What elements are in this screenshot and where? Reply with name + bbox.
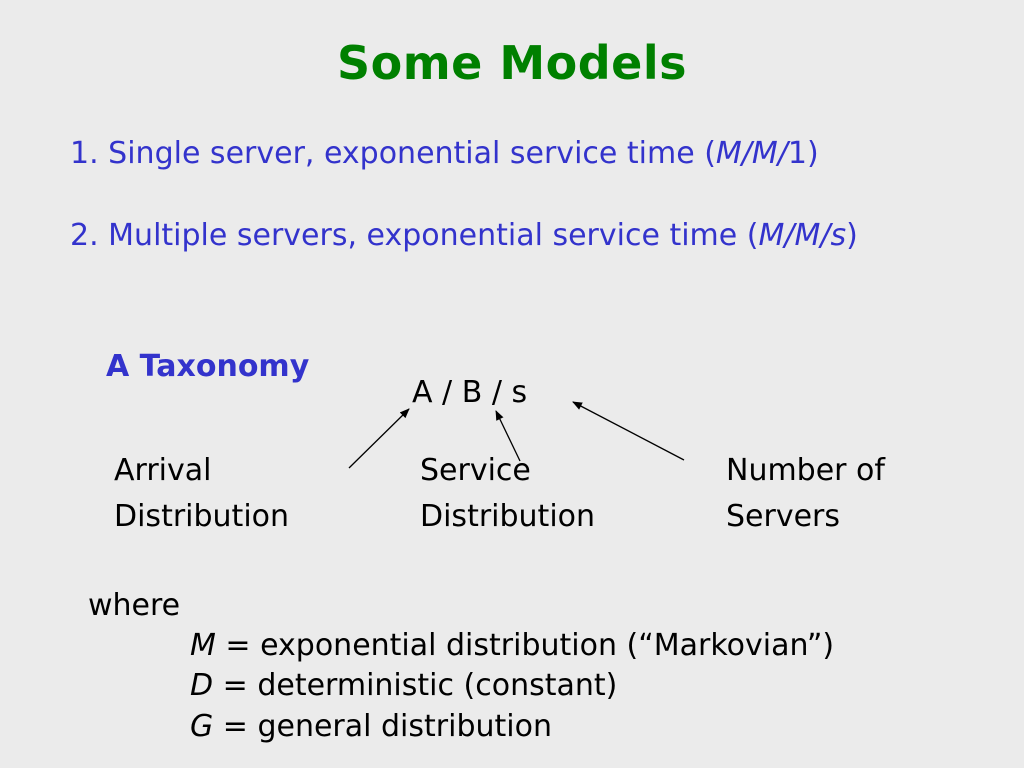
- label-line: Number of: [726, 453, 885, 488]
- definition-symbol: G: [190, 709, 214, 744]
- item-number: 1.: [70, 136, 99, 171]
- definition-d: D = deterministic (constant): [190, 668, 617, 703]
- model-item-2: 2. Multiple servers, exponential service…: [70, 218, 858, 253]
- label-number-of-servers: Number of Servers: [726, 448, 885, 540]
- label-line: Distribution: [420, 499, 596, 534]
- model-item-1: 1. Single server, exponential service ti…: [70, 136, 819, 171]
- label-line: Arrival: [114, 453, 212, 488]
- label-line: Distribution: [114, 499, 290, 534]
- item-close: ): [806, 136, 819, 171]
- arrow-service: [495, 410, 521, 462]
- definition-text: = deterministic (constant): [213, 668, 618, 703]
- where-label: where: [88, 588, 181, 623]
- taxonomy-heading: A Taxonomy: [106, 349, 310, 384]
- definition-g: G = general distribution: [190, 709, 552, 744]
- arrow-arrival: [348, 408, 410, 469]
- item-text: Multiple servers, exponential service ti…: [108, 218, 759, 253]
- label-arrival-distribution: Arrival Distribution: [114, 448, 289, 540]
- item-number: 2.: [70, 218, 99, 253]
- taxonomy-formula: A / B / s: [412, 375, 528, 410]
- definition-symbol: D: [190, 668, 214, 703]
- definition-symbol: M: [190, 628, 216, 663]
- item-text: Single server, exponential service time …: [108, 136, 716, 171]
- definition-m: M = exponential distribution (“Markovian…: [190, 628, 834, 663]
- arrow-servers: [572, 401, 685, 461]
- label-line: Servers: [726, 499, 841, 534]
- label-service-distribution: Service Distribution: [420, 448, 595, 540]
- slide-title: Some Models: [336, 36, 688, 90]
- item-close: ): [846, 218, 858, 253]
- item-notation: M/M/s: [758, 218, 847, 253]
- definition-text: = general distribution: [213, 709, 552, 744]
- definition-text: = exponential distribution (“Markovian”): [215, 628, 835, 663]
- label-line: Service: [420, 453, 531, 488]
- item-notation: M/M/: [715, 136, 788, 171]
- item-suffix: 1: [787, 136, 807, 171]
